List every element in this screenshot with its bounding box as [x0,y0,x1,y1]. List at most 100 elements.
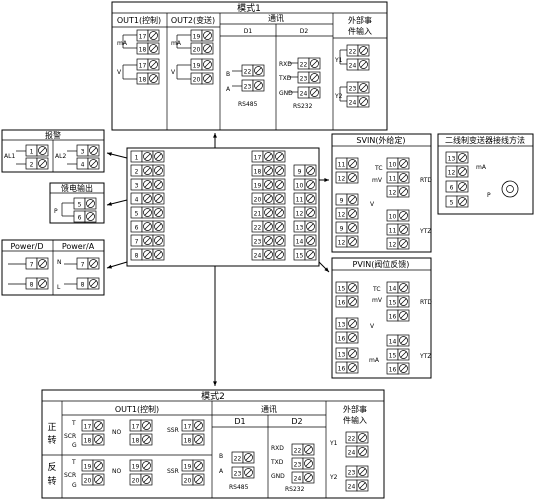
terminal-16: 16 [386,362,410,375]
terminal-17: 17 [181,419,205,432]
m2-t2: T [71,459,76,466]
terminal-number: 12 [338,176,346,183]
terminal-number: 7 [30,262,34,269]
power-n: N [57,259,62,266]
m2-b: B [219,453,223,460]
terminal-number: 5 [135,211,139,218]
terminal-number: 16 [338,366,346,373]
terminal-number: 19 [254,183,262,190]
m2-no2: NO [112,468,121,475]
terminal-number: 11 [338,162,346,169]
terminal-22: 22 [251,220,286,233]
terminal-number: 18 [184,438,192,445]
terminal-12: 12 [335,171,359,184]
terminal-11: 11 [335,157,359,170]
m2-rxd: RXD [271,445,284,452]
terminal-number: 4 [81,162,85,169]
terminal-number: 24 [300,91,308,98]
feed-p: P [54,208,58,215]
pvin-v: V [370,323,375,330]
terminal-number: 6 [78,215,82,222]
terminal-8: 8 [76,277,100,290]
terminal-number: 18 [84,438,92,445]
terminal-3: 3 [130,178,165,191]
terminal-number: 11 [296,197,304,204]
module2-d2-label: D2 [291,417,302,426]
terminal-24: 24 [346,58,370,71]
module2-fwd-2: 转 [47,434,56,446]
m2-txd: TXD [270,459,284,466]
terminal-22: 22 [241,64,265,77]
arrowhead-icon [213,133,217,138]
terminal-number: 20 [184,478,192,485]
transmitter-core-icon [506,185,514,193]
terminal-4: 4 [130,192,165,205]
terminal-18: 18 [136,42,160,55]
terminal-number: 17 [139,63,147,70]
terminal-number: 23 [300,76,308,83]
module2-comm-label: 通讯 [261,404,277,414]
terminal-20: 20 [181,473,205,486]
terminal-number: 20 [132,478,140,485]
terminal-21: 21 [251,206,286,219]
module1-a: A [226,86,231,93]
pvin-ytz: YTZ [419,353,431,360]
terminal-12: 12 [386,185,410,198]
terminal-24: 24 [345,479,369,492]
terminal-number: 13 [448,156,456,163]
terminal-number: 12 [389,242,397,249]
terminal-24: 24 [345,445,369,458]
terminal-number: 24 [348,484,356,491]
terminal-number: 8 [81,282,85,289]
terminal-18: 18 [181,433,205,446]
terminal-12: 12 [386,237,410,250]
terminal-11: 11 [386,171,410,184]
terminal-7: 7 [76,257,100,270]
terminal-number: 19 [132,464,140,471]
terminal-number: 1 [135,155,139,162]
pvin-rtd: RTD [420,299,432,306]
terminal-23: 23 [345,465,369,478]
terminal-12: 12 [335,207,359,220]
terminal-12: 12 [335,235,359,248]
power-a-title: Power/A [62,242,95,251]
m2-g2: G [72,482,77,489]
terminal-23: 23 [291,457,315,470]
terminal-number: 23 [244,84,252,91]
terminal-number: 17 [132,424,140,431]
terminal-20: 20 [129,473,153,486]
terminal-24: 24 [297,86,321,99]
module1-comm-label: 通讯 [268,13,284,23]
terminal-number: 14 [389,286,397,293]
terminal-17: 17 [251,150,286,163]
terminal-number: 5 [78,202,82,209]
terminal-23: 23 [251,234,286,247]
terminal-number: 17 [139,34,147,41]
module1-panel: 模式1 OUT1(控制) OUT2(变送) 通讯 D1 D2 外部事 件输入 m… [111,1,388,131]
module1-rxd: RXD [279,61,292,68]
terminal-13: 13 [335,317,359,330]
terminal-number: 9 [340,226,344,233]
terminal-number: 3 [81,149,85,156]
terminal-10: 10 [386,157,410,170]
terminal-11: 11 [386,223,410,236]
pvin-title: PVIN(阀位反馈) [353,259,410,269]
terminal-number: 15 [389,300,397,307]
terminal-13: 13 [445,151,469,164]
terminal-number: 17 [184,424,192,431]
terminal-20: 20 [190,42,214,55]
terminal-number: 16 [389,367,397,374]
module2-rev-2: 转 [47,475,56,487]
terminal-number: 15 [338,286,346,293]
terminal-number: 15 [389,353,397,360]
terminal-10: 10 [293,178,317,191]
terminal-6: 6 [73,210,97,223]
module1-y2: Y2 [334,93,343,100]
terminal-10: 10 [386,209,410,222]
module1-out2-v: V [171,69,176,76]
